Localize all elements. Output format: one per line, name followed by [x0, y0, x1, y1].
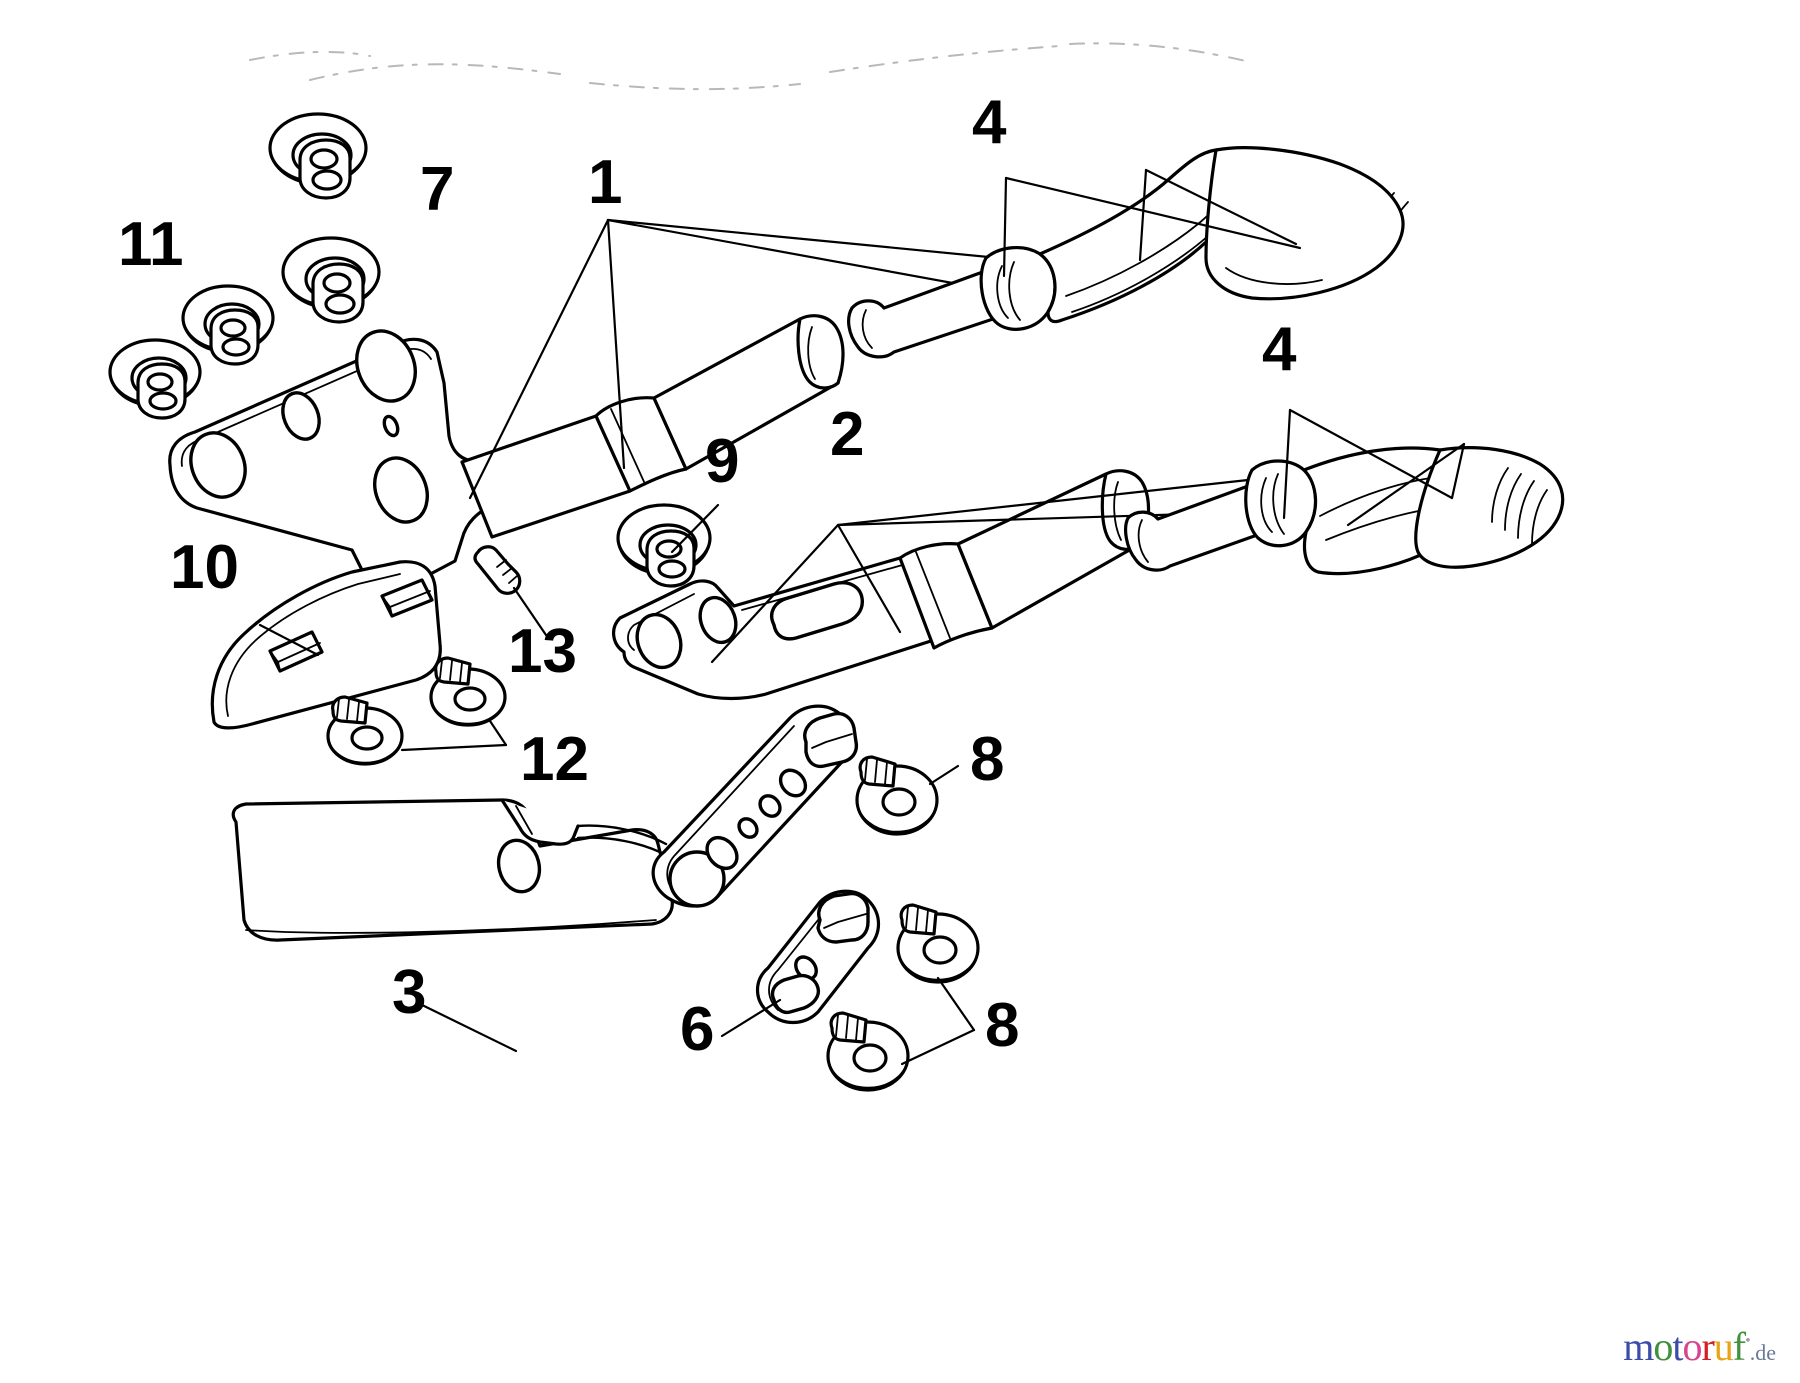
leader-4-upper: [1002, 168, 1302, 278]
watermark-dot-icon: •: [1745, 1332, 1751, 1350]
watermark-letter-t: t: [1672, 1324, 1683, 1369]
handle-grip-lower: [1124, 446, 1565, 576]
short-link-plate: [755, 889, 881, 1025]
watermark-tld: .de: [1749, 1340, 1776, 1365]
leader-6: [720, 998, 782, 1038]
leader-12: [400, 719, 508, 752]
motoruf-watermark: motoruf•.de: [1623, 1327, 1776, 1367]
leader-10: [258, 623, 320, 657]
callout-8-lower: 8: [985, 991, 1019, 1060]
callout-9: 9: [705, 427, 739, 496]
callout-2: 2: [830, 400, 864, 469]
watermark-letter-o2: o: [1682, 1324, 1702, 1369]
shoulder-screw-8-mid: [896, 903, 980, 984]
flange-nut-7-lower: [281, 236, 381, 324]
watermark-letter-o1: o: [1653, 1324, 1673, 1369]
shoulder-screw-8-lower: [826, 1011, 910, 1092]
leader-8: [900, 764, 976, 1066]
shoulder-screw-8-upper: [855, 755, 939, 836]
long-link-arm: [651, 704, 859, 908]
callout-7: 7: [420, 155, 454, 224]
callout-6: 6: [680, 995, 714, 1064]
callout-3: 3: [392, 958, 426, 1027]
callout-4-upper: 4: [972, 88, 1007, 157]
callout-labels: 11 7 1 4 4 2 9 10 13 12 3 8 8 6: [118, 88, 1297, 1064]
callout-1: 1: [588, 148, 622, 217]
leader-9: [670, 503, 720, 554]
callout-10: 10: [170, 533, 239, 602]
watermark-letter-f: f: [1732, 1324, 1746, 1369]
scan-artifacts: [249, 42, 1251, 91]
flange-nut-11-upper: [181, 284, 275, 366]
flange-nut-11-lower: [108, 338, 202, 420]
watermark-letter-r: r: [1701, 1324, 1714, 1369]
callout-8-upper: 8: [970, 725, 1004, 794]
lower-handle-tube: [612, 469, 1151, 701]
flange-nut-7-upper: [268, 112, 368, 200]
guard-deflector: [231, 798, 674, 942]
watermark-letter-u: u: [1713, 1324, 1734, 1369]
leader-3: [416, 1001, 518, 1053]
knurled-screw-12-left: [326, 695, 404, 766]
leader-4-lower: [1282, 408, 1466, 527]
mounting-bracket-plate: [168, 329, 580, 594]
shoulder-pin: [473, 545, 522, 595]
handle-grip-upper: [847, 146, 1409, 359]
leader-13: [512, 586, 548, 637]
callout-12: 12: [520, 725, 589, 794]
callout-4-lower: 4: [1262, 315, 1297, 384]
callout-13: 13: [508, 617, 577, 686]
flange-nut-9: [616, 503, 712, 588]
callout-11: 11: [118, 210, 184, 279]
curved-shield-plate: [210, 560, 442, 730]
watermark-letter-m: m: [1623, 1324, 1654, 1369]
knurled-screw-12-right: [429, 656, 507, 727]
upper-handle-tube: [460, 314, 845, 539]
